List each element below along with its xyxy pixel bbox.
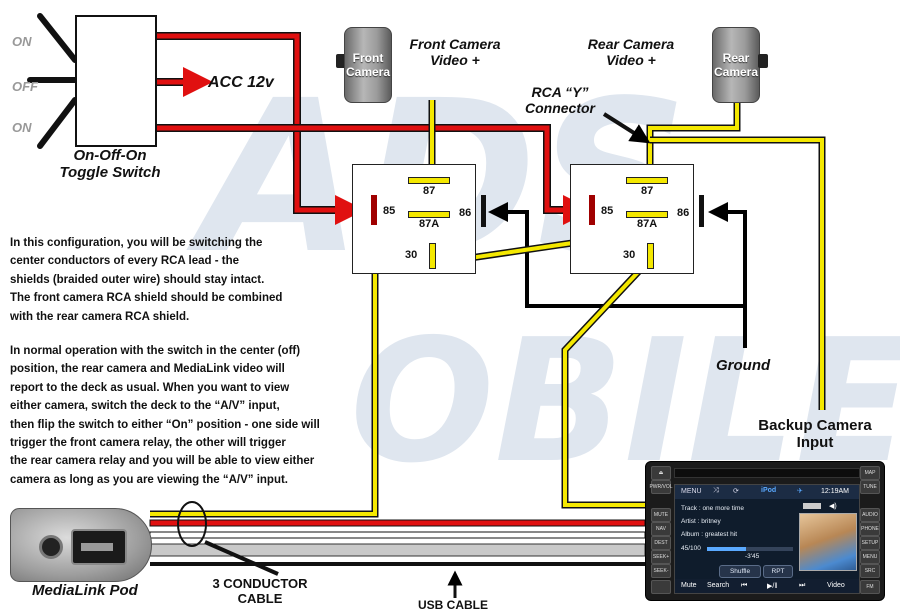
setup-button[interactable]: SETUP [860, 536, 880, 550]
shuffle-icon: ⤨ [713, 487, 719, 494]
screen-bottom-bar: Mute Search ⏮ ▶/‖ ⏭ Video [675, 579, 859, 593]
front-camera-relay: 87 85 87A 86 30 [352, 164, 486, 274]
eject-button[interactable]: ⏏ [651, 466, 671, 480]
track-count: 45/100 [681, 545, 701, 552]
relay-pin-87a-bar [408, 211, 450, 218]
usb-port [71, 529, 127, 565]
relay-pin-85-label: 85 [601, 205, 614, 217]
three-conductor-cable-label: 3 CONDUCTOR CABLE [212, 576, 308, 606]
backup-camera-input-label: Backup Camera Input [758, 417, 872, 451]
relay-pin-87-bar [626, 177, 668, 184]
relay-pin-85-bar [589, 195, 595, 225]
play-pause-icon[interactable]: ▶/‖ [767, 583, 778, 590]
audio-button[interactable]: AUDIO [860, 508, 880, 522]
seek-up-button[interactable]: SEEK+ [651, 550, 671, 564]
source-label: iPod [761, 487, 777, 494]
screen-menu-button[interactable]: MENU [681, 488, 702, 495]
relay-pin-87a-label: 87A [637, 218, 658, 230]
dest-button[interactable]: DEST [651, 536, 671, 550]
pwr-vol-button[interactable]: PWR/VOL [649, 480, 673, 494]
switch-legs [27, 13, 78, 149]
medialink-pod [10, 508, 152, 582]
clock-label: 12:19AM [821, 488, 850, 495]
menu-hard-button[interactable]: MENU [860, 550, 880, 564]
relay-pin-87-label: 87 [641, 185, 654, 197]
acc-label: ACC 12v [208, 74, 274, 91]
head-unit-screen: MENU ⤨ ⟳ iPod ✈ 12:19AM Track : one more… [674, 484, 860, 594]
relay-pin-86-label: 86 [459, 207, 472, 219]
ground-wires [488, 202, 747, 348]
cable-pointer-line [204, 540, 279, 576]
medialink-pod-label: MediaLink Pod [32, 582, 138, 599]
av-jack [39, 535, 63, 559]
description-paragraph-1: In this configuration, you will be switc… [10, 237, 283, 323]
relay-pin-30-bar [647, 243, 654, 269]
prev-track-icon[interactable]: ⏮ [741, 582, 748, 589]
relay-pin-86-bar [481, 195, 486, 227]
misc-left-button[interactable] [651, 580, 671, 594]
toggle-switch-caption: On-Off-On Toggle Switch [59, 147, 161, 181]
album-field: Album : greatest hit [681, 531, 738, 538]
map-button[interactable]: MAP [860, 466, 880, 480]
relay-pin-87a-bar [626, 211, 668, 218]
seek-down-button[interactable]: SEEK- [651, 564, 671, 578]
artist-field: Artist : britney [681, 518, 721, 525]
relay-pin-85-label: 85 [383, 205, 396, 217]
relay-pin-86-bar [699, 195, 704, 227]
switch-on-bottom-label: ON [12, 120, 32, 135]
relay-pin-85-bar [371, 195, 377, 225]
next-track-icon[interactable]: ⏭ [799, 582, 806, 589]
front-camera-mount [336, 54, 346, 68]
src-button[interactable]: SRC [860, 564, 880, 578]
bottom-mute-button[interactable]: Mute [681, 582, 697, 589]
relay-pin-86-label: 86 [677, 207, 690, 219]
progress-fill [707, 547, 746, 551]
remaining-time: -3'45 [745, 553, 760, 560]
toggle-switch [75, 15, 157, 147]
shuffle-button[interactable]: Shuffle [719, 565, 761, 578]
repeat-icon: ⟳ [733, 488, 739, 495]
bottom-video-button[interactable]: Video [827, 582, 845, 589]
rear-camera-video-label: Rear Camera Video + [587, 36, 675, 68]
switch-off-label: OFF [12, 79, 38, 94]
track-field: Track : one more time [681, 505, 744, 512]
usb-cable-label: USB CABLE [418, 598, 489, 612]
progress-bar[interactable] [707, 547, 793, 551]
cable-bundle [149, 519, 646, 566]
rca-y-connector-label: RCA “Y” Connector [525, 84, 595, 116]
rpt-button[interactable]: RPT [763, 565, 793, 578]
relay-pin-30-label: 30 [623, 249, 636, 261]
relay-pin-87a-label: 87A [419, 218, 440, 230]
description-paragraph-2: In normal operation with the switch in t… [10, 345, 320, 486]
volume-icon: ◀) [829, 503, 837, 510]
rca-pointer-arrow [602, 112, 651, 144]
ground-label: Ground [716, 357, 771, 374]
fm-button[interactable]: FM [860, 580, 880, 594]
relay-pin-87-label: 87 [423, 185, 436, 197]
relay-pin-30-bar [429, 243, 436, 269]
relay-pin-87-bar [408, 177, 450, 184]
tune-button[interactable]: TUNE [860, 480, 880, 494]
rear-camera-mount [758, 54, 768, 68]
cable-marker-ellipse [177, 501, 207, 547]
bottom-search-button[interactable]: Search [707, 582, 730, 589]
rear-camera-relay: 87 85 87A 86 30 [570, 164, 704, 274]
head-unit-deck: ⏏ PWR/VOL MUTE NAV DEST SEEK+ SEEK- MAP … [645, 461, 885, 601]
front-camera-video-label: Front Camera Video + [409, 36, 501, 68]
disc-slot [674, 468, 860, 478]
bluetooth-icon: ✈ [797, 488, 803, 495]
screen-top-bar: MENU ⤨ ⟳ iPod ✈ 12:19AM [675, 485, 859, 499]
relay-pin-30-label: 30 [405, 249, 418, 261]
phone-button[interactable]: PHONE [860, 522, 880, 536]
eq-icon [803, 503, 821, 509]
mute-button[interactable]: MUTE [651, 508, 671, 522]
red-wires [153, 32, 593, 225]
switch-on-top-label: ON [12, 34, 32, 49]
nav-button[interactable]: NAV [651, 522, 671, 536]
album-art [799, 513, 857, 571]
